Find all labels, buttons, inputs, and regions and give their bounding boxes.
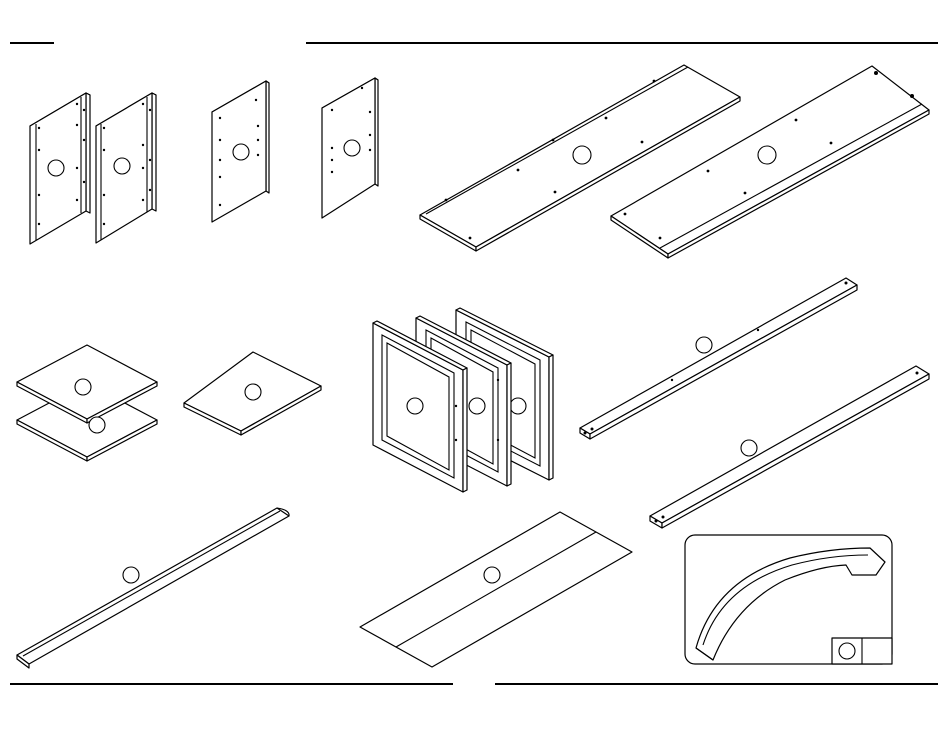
shelf-single bbox=[184, 352, 321, 435]
part-callout bbox=[245, 384, 261, 400]
rail-lower bbox=[650, 366, 929, 528]
part-callout bbox=[75, 379, 91, 395]
part-callout bbox=[407, 398, 423, 414]
part-callout bbox=[344, 140, 360, 156]
part-callout bbox=[484, 567, 500, 583]
part-callout bbox=[89, 417, 105, 433]
part-callout bbox=[839, 643, 855, 659]
rail-upper bbox=[580, 278, 857, 439]
back-panel bbox=[360, 512, 632, 667]
handle bbox=[685, 535, 892, 664]
part-callout bbox=[758, 146, 776, 164]
part-callout bbox=[48, 160, 64, 176]
part-callout bbox=[573, 146, 591, 164]
toe-kick bbox=[17, 508, 289, 668]
shelf-pair bbox=[17, 345, 157, 461]
part-callout bbox=[696, 337, 712, 353]
center-divider-b bbox=[322, 78, 378, 218]
door-frames bbox=[373, 308, 553, 492]
part-callout bbox=[510, 398, 526, 414]
part-callout bbox=[114, 158, 130, 174]
part-callout bbox=[469, 398, 485, 414]
side-panel-left bbox=[30, 93, 90, 244]
part-callout bbox=[123, 567, 139, 583]
center-divider-a bbox=[212, 81, 269, 222]
side-panel-right bbox=[96, 93, 156, 243]
part-callout bbox=[233, 144, 249, 160]
part-callout bbox=[741, 440, 757, 456]
